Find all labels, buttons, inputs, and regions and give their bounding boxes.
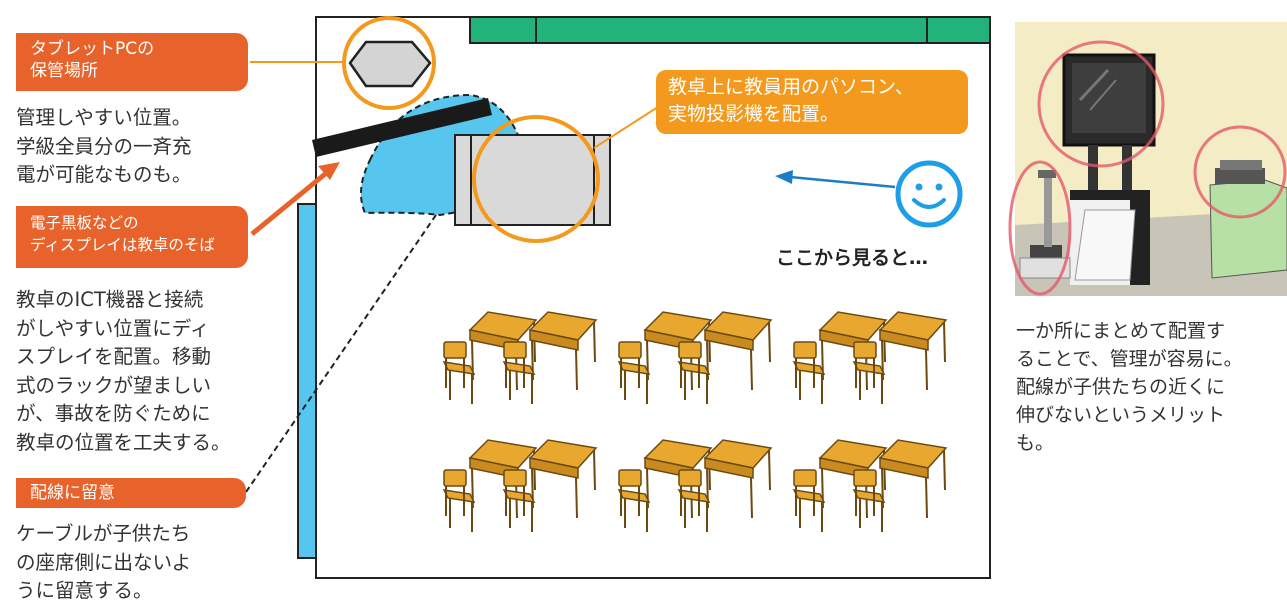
viewpoint-label: ここから見ると… [776, 247, 929, 269]
wiring-desc-line: ケーブルが子供たち [16, 522, 191, 545]
callout-line-1: 教卓上に教員用のパソコン、 [668, 76, 914, 98]
callout-line-2: 実物投影機を配置。 [668, 103, 840, 125]
display-desc-line: が、事故を防ぐために [16, 402, 211, 426]
display-description: 教卓のICT機器と接続 がしやすい位置にディ スプレイを配置。移動 式のラックが… [16, 286, 231, 458]
display-desc-line: 式のラックが望ましい [16, 373, 212, 397]
tablet-tag-line-2: 保管場所 [30, 61, 98, 81]
desk-group [792, 439, 948, 532]
smiley-icon [895, 160, 963, 228]
photo-desc-line: も。 [1016, 432, 1055, 454]
display-desc-line: スプレイを配置。移動 [16, 345, 212, 369]
wiring-tag: 配線に留意 [16, 478, 246, 508]
tablet-tag-line-1: タブレットPCの [30, 39, 155, 59]
display-tag: 電子黒板などの ディスプレイは教卓のそば [16, 206, 248, 268]
photo-desc-line: 配線が子供たちの近くに [1016, 376, 1226, 398]
student-desks [442, 311, 948, 532]
photo-desc-line: 一か所にまとめて配置す [1016, 320, 1226, 342]
teacher-desk-circle [472, 115, 600, 243]
tablet-storage-tag: タブレットPCの 保管場所 [16, 33, 248, 91]
desk-group [442, 311, 598, 404]
display-arrow [250, 168, 332, 236]
window-strip [297, 203, 317, 559]
tablet-description: 管理しやすい位置。 学級全員分の一斉充 電が可能なものも。 [16, 104, 192, 190]
display-desc-line: 教卓の位置を工夫する。 [16, 430, 231, 454]
display-desc-line: がしやすい位置にディ [16, 316, 210, 340]
viewpoint-arrow [789, 175, 896, 189]
tablet-desc-line: 電が可能なものも。 [16, 163, 192, 187]
wiring-desc-line: の座席側に出ないよ [16, 550, 192, 574]
teacher-desk-callout: 教卓上に教員用のパソコン、 実物投影機を配置。 [656, 70, 968, 134]
display-screen [312, 98, 492, 157]
blackboard [471, 18, 989, 42]
tablet-storage-hexagon [348, 40, 432, 88]
display-tag-line-2: ディスプレイは教卓のそば [30, 236, 215, 254]
photo-description: 一か所にまとめて配置す ることで、管理が容易に。 配線が子供たちの近くに 伸びな… [1016, 317, 1243, 457]
display-desc-line: 教卓のICT機器と接続 [16, 288, 204, 311]
desk-group [617, 439, 773, 532]
tablet-desc-line: 管理しやすい位置。 [16, 106, 192, 129]
desk-group [617, 311, 773, 404]
desk-group [792, 311, 948, 404]
wiring-description: ケーブルが子供たち の座席側に出ないよ うに留意する。 [16, 520, 191, 606]
display-tag-line-1: 電子黒板などの [30, 214, 139, 232]
classroom-photo [1008, 22, 1287, 296]
cable-line [245, 211, 439, 493]
tablet-desc-line: 学級全員分の一斉充 [16, 134, 192, 158]
photo-desc-line: 伸びないというメリット [1016, 404, 1226, 426]
desk-group [442, 439, 598, 532]
wiring-desc-line: うに留意する。 [16, 579, 153, 603]
photo-desc-line: ることで、管理が容易に。 [1016, 348, 1243, 370]
